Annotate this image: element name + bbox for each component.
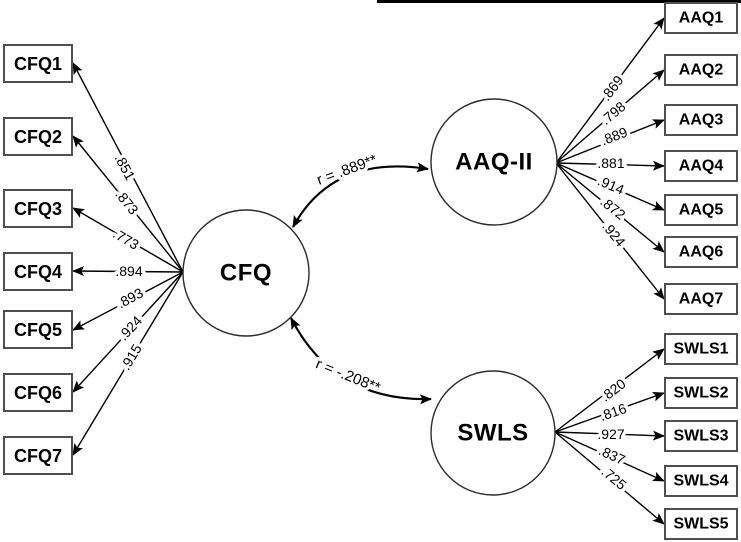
loading-arrow-aaq7	[555, 162, 665, 300]
indicator-label-cfq5: CFQ5	[14, 320, 62, 340]
indicator-label-swls5: SWLS5	[673, 516, 728, 533]
indicator-label-cfq3: CFQ3	[14, 199, 62, 219]
loading-arrow-swls5	[554, 431, 665, 525]
indicator-box-cfq2	[3, 117, 73, 156]
loading-arrow-cfq5	[72, 271, 184, 331]
loading-arrow-cfq7	[72, 271, 184, 456]
loading-value-swls3: .927	[597, 426, 624, 442]
latent-label-aaq: AAQ-II	[455, 149, 533, 176]
loading-arrow-cfq6	[72, 271, 184, 393]
indicator-label-swls2: SWLS2	[673, 385, 728, 402]
latent-label-cfq: CFQ	[220, 260, 272, 287]
loading-arrow-cfq1	[72, 62, 184, 273]
loading-value-cfq6: .924	[115, 312, 145, 343]
indicator-box-swls5	[664, 508, 738, 540]
indicator-box-cfq7	[3, 436, 73, 475]
indicator-label-swls3: SWLS3	[673, 428, 728, 445]
loading-arrow-aaq6	[555, 162, 665, 253]
indicator-box-cfq3	[3, 189, 73, 228]
indicator-label-cfq2: CFQ2	[14, 127, 62, 147]
indicator-box-cfq5	[3, 310, 73, 349]
indicator-box-swls3	[664, 420, 738, 452]
loading-arrow-aaq3	[555, 119, 665, 164]
correlation-label-cfq-aaq: r = .889**	[315, 151, 380, 189]
indicator-label-swls1: SWLS1	[673, 341, 728, 358]
indicator-box-cfq4	[3, 252, 73, 291]
loading-arrow-aaq4	[555, 160, 665, 171]
loading-value-cfq7: .915	[117, 341, 145, 373]
indicator-label-cfq1: CFQ1	[14, 54, 62, 74]
latent-circle-aaq	[430, 98, 558, 226]
indicator-box-cfq1	[3, 44, 73, 83]
indicator-box-aaq2	[664, 54, 738, 86]
indicator-box-swls2	[664, 377, 738, 409]
loading-arrow-swls3	[554, 430, 665, 441]
loading-value-aaq4: .881	[597, 155, 624, 171]
latent-label-swls: SWLS	[457, 420, 528, 447]
correlation-arrow-cfq-swls	[290, 317, 432, 405]
indicator-label-aaq7: AAQ7	[679, 291, 724, 308]
loading-arrow-swls4	[554, 431, 665, 482]
indicator-box-cfq6	[3, 373, 73, 412]
loading-arrow-aaq1	[555, 17, 665, 164]
loading-value-swls5: .725	[598, 463, 629, 493]
indicator-box-swls1	[664, 333, 738, 365]
indicator-label-aaq1: AAQ1	[679, 10, 724, 27]
indicator-label-aaq6: AAQ6	[679, 244, 724, 261]
indicator-label-aaq3: AAQ3	[679, 112, 724, 129]
indicator-label-cfq4: CFQ4	[14, 262, 62, 282]
indicator-box-aaq7	[664, 283, 738, 315]
loading-value-swls4: .837	[596, 442, 628, 468]
indicator-box-aaq4	[664, 150, 738, 182]
loading-arrow-aaq5	[555, 162, 665, 211]
indicator-label-aaq5: AAQ5	[679, 202, 724, 219]
loading-arrow-swls1	[554, 348, 665, 433]
indicator-box-aaq1	[664, 2, 738, 34]
loading-arrow-cfq3	[72, 207, 184, 273]
correlation-arrow-cfq-aaq	[292, 162, 429, 228]
loading-arrow-swls2	[554, 391, 665, 433]
latent-circle-cfq	[182, 209, 310, 337]
loading-value-cfq4: .894	[115, 263, 142, 279]
indicator-label-aaq4: AAQ4	[679, 158, 724, 175]
indicator-label-swls4: SWLS4	[673, 473, 728, 490]
loading-value-cfq3: .773	[110, 225, 142, 253]
indicator-box-aaq3	[664, 104, 738, 136]
indicator-box-swls4	[664, 465, 738, 497]
indicator-label-aaq2: AAQ2	[679, 62, 724, 79]
latent-circle-swls	[430, 370, 556, 496]
loading-value-aaq5: .914	[595, 172, 627, 197]
correlation-label-cfq-swls: r = -.208**	[313, 355, 383, 396]
loading-arrow-cfq2	[72, 135, 184, 273]
loading-arrow-cfq4	[72, 266, 184, 277]
indicator-box-aaq5	[664, 194, 738, 226]
loading-value-aaq1: .869	[597, 72, 626, 104]
loading-value-cfq1: .851	[112, 151, 139, 183]
loading-arrow-aaq2	[555, 69, 665, 164]
indicator-box-aaq6	[664, 236, 738, 268]
indicator-label-cfq7: CFQ7	[14, 446, 62, 466]
loading-value-swls2: .816	[598, 400, 629, 424]
loading-value-cfq5: .893	[114, 284, 146, 311]
indicator-label-cfq6: CFQ6	[14, 383, 62, 403]
loading-value-aaq3: .889	[598, 124, 629, 149]
